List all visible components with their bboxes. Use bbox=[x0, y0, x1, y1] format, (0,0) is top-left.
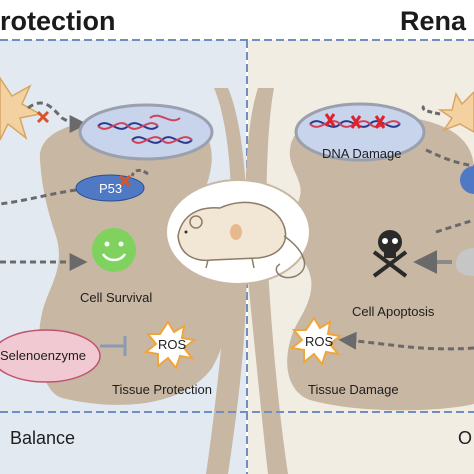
ros-label-right: ROS bbox=[305, 334, 334, 349]
dna-icon bbox=[97, 114, 193, 144]
ros-label-left: ROS bbox=[158, 337, 187, 352]
balance-label: Balance bbox=[10, 428, 76, 448]
left-title: rotection bbox=[0, 6, 116, 36]
tissue-damage-label: Tissue Damage bbox=[308, 382, 399, 397]
cell-survival-label: Cell Survival bbox=[80, 290, 153, 305]
grey-shape-right bbox=[456, 248, 474, 276]
arrow-from-starburst-right bbox=[421, 104, 441, 116]
cell-apoptosis-label: Cell Apoptosis bbox=[352, 304, 435, 319]
arrow-to-cell-apoptosis-up bbox=[435, 218, 474, 234]
selenoenzyme-ellipse bbox=[0, 329, 101, 383]
starburst-icon bbox=[0, 76, 43, 141]
tissue-protection-label: Tissue Protection bbox=[112, 382, 212, 397]
skull-crossbones-icon bbox=[372, 230, 408, 278]
arrow-to-ros-right bbox=[338, 331, 474, 351]
p53-label: P53 bbox=[99, 181, 123, 196]
arrow-to-p53 bbox=[130, 168, 149, 177]
arrow-dna-right bbox=[425, 148, 474, 168]
right-title: Rena bbox=[400, 6, 467, 36]
right-blue-ellipse bbox=[460, 166, 474, 194]
selenoenzyme-label: Selenoenzyme bbox=[0, 348, 86, 363]
arrow-to-dna-left bbox=[27, 101, 88, 133]
ros-burst-icon bbox=[289, 316, 343, 367]
dna-icon bbox=[309, 113, 401, 129]
smiley-icon bbox=[92, 228, 136, 272]
block-x-icon bbox=[118, 174, 132, 188]
mouse-icon bbox=[177, 201, 306, 279]
block-x-icon bbox=[36, 110, 50, 124]
dna-damage-label: DNA Damage bbox=[322, 146, 402, 161]
dna-oval-left bbox=[78, 103, 214, 161]
right-footer-label: O bbox=[458, 428, 473, 448]
starburst-icon bbox=[437, 90, 474, 133]
inhibit-icon bbox=[100, 336, 127, 356]
ros-burst-icon bbox=[143, 320, 197, 371]
